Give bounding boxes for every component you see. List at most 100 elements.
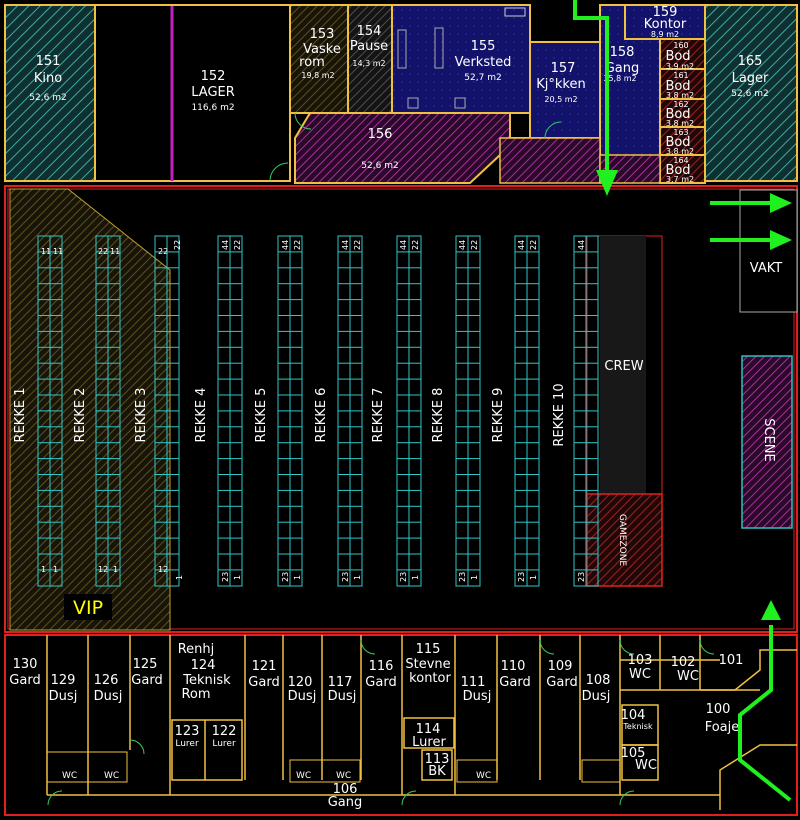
room-163-area-text: 3,8 m2 <box>666 147 694 156</box>
room-162-number: 162 <box>673 100 688 109</box>
room-154-number: 154 <box>357 24 382 39</box>
seat-num-top: 44 <box>399 240 408 250</box>
row-label-7: REKKE 7 <box>371 388 386 443</box>
room-103-name: WC <box>629 667 651 682</box>
room-153-name2: rom <box>299 55 325 70</box>
seat-num-bottom: 1 <box>53 565 58 574</box>
row-label-2: REKKE 2 <box>73 388 88 443</box>
room-125-name: Gard <box>131 673 162 688</box>
room-160-number: 160 <box>673 41 688 50</box>
room-165-number: 165 <box>738 54 763 69</box>
room-111-name: Dusj <box>463 689 492 704</box>
room-158-area-text: 35,8 m2 <box>603 74 636 83</box>
scene-area <box>741 355 793 529</box>
seat-num-bottom: 1 <box>411 575 420 580</box>
room-158-name: Gang <box>605 61 640 76</box>
room-130-number: 130 <box>13 657 38 672</box>
seat-num-top: 44 <box>577 240 586 250</box>
scene-label: SCENE <box>761 418 776 461</box>
room-156-number: 156 <box>368 127 393 142</box>
seat-num-top: 44 <box>221 240 230 250</box>
seat-num-bottom: 23 <box>281 572 290 582</box>
room-152-number: 152 <box>201 69 226 84</box>
room-164-area-text: 3,7 m2 <box>666 175 694 184</box>
room-124-name: Teknisk <box>182 673 231 688</box>
exit-arrow-up-head <box>761 600 781 620</box>
seat-num-bottom: 1 <box>113 565 118 574</box>
crew-label: CREW <box>604 359 643 374</box>
seat-num-bottom: 23 <box>341 572 350 582</box>
room-115-name: Stevne <box>405 657 450 672</box>
room-151-number: 151 <box>36 54 61 69</box>
room-116-number: 116 <box>369 659 394 674</box>
seat-num-top: 22 <box>470 240 479 250</box>
room-117-name: Dusj <box>328 689 357 704</box>
seat-num-top: 11 <box>110 247 120 256</box>
seat-num-bottom: 23 <box>221 572 230 582</box>
seat-num-top: 22 <box>353 240 362 250</box>
vip-label-bg <box>64 594 112 620</box>
room-156-area <box>294 112 531 184</box>
room-159-area <box>624 4 706 40</box>
room-157-area-text: 20,5 m2 <box>544 95 577 104</box>
room-113-number: 113 <box>425 752 450 767</box>
room-130-name: Gard <box>9 673 40 688</box>
row-label-10: REKKE 10 <box>552 383 567 446</box>
room-129-number: 129 <box>51 673 76 688</box>
room-155-number: 155 <box>471 39 496 54</box>
exit-arrows <box>573 0 792 802</box>
room-157-name: Kj°kken <box>536 77 585 92</box>
room-161-area-text: 3,8 m2 <box>666 91 694 100</box>
exit-arrow-right-head <box>770 193 792 213</box>
room-153-name: Vaske <box>303 42 341 57</box>
seat-num-top: 22 <box>293 240 302 250</box>
seat-num-bottom: 1 <box>353 575 362 580</box>
room-129-name: Dusj <box>49 689 78 704</box>
seat-num-bottom: 1 <box>175 575 184 580</box>
room-106-number: 106 <box>333 782 358 797</box>
main-hall <box>4 185 798 633</box>
room-102-number: 102 <box>671 655 696 670</box>
room-109-number: 109 <box>548 659 573 674</box>
room-110-number: 110 <box>501 659 526 674</box>
room-103-number: 103 <box>628 653 653 668</box>
room-116-name: Gard <box>365 675 396 690</box>
room-165-area-text: 52,6 m2 <box>731 89 768 99</box>
room-104-number: 104 <box>621 708 646 723</box>
room-114-name: Lurer <box>412 735 446 750</box>
seat-num-top: 22 <box>529 240 538 250</box>
room-151-name: Kino <box>34 71 62 86</box>
seat-num-top: 44 <box>458 240 467 250</box>
room-126-number: 126 <box>94 673 119 688</box>
room-163-name: Bod <box>665 135 690 150</box>
seat-num-bottom: 1 <box>529 575 538 580</box>
room-160-name: Bod <box>665 49 690 64</box>
seat-num-bottom: 23 <box>517 572 526 582</box>
seat-num-top: 11 <box>53 247 63 256</box>
room-111-number: 111 <box>461 675 486 690</box>
seat-num-top: 44 <box>517 240 526 250</box>
room-161-name: Bod <box>665 79 690 94</box>
wc-label: WC <box>62 771 77 781</box>
room-114-number: 114 <box>416 722 441 737</box>
row-label-8: REKKE 8 <box>431 388 446 443</box>
wc-label: WC <box>296 771 311 781</box>
row-label-1: REKKE 1 <box>13 388 28 443</box>
room-106-name: Gang <box>328 795 363 810</box>
exit-arrow-right-head <box>770 230 792 250</box>
room-159-area-text: 8,9 m2 <box>651 30 679 39</box>
row-label-3: REKKE 3 <box>134 388 149 443</box>
room-152-area-text: 116,6 m2 <box>191 103 234 113</box>
room-124-name2: Rom <box>181 687 210 702</box>
room-113-name: BK <box>428 764 446 779</box>
seat-num-top: 44 <box>281 240 290 250</box>
room-162-name: Bod <box>665 107 690 122</box>
seat-rows <box>37 235 599 587</box>
seat-num-top: 22 <box>173 240 182 250</box>
wc-label: WC <box>476 771 491 781</box>
seat-num-bottom: 1 <box>41 565 46 574</box>
vip-label: VIP <box>73 597 103 619</box>
room-117-number: 117 <box>328 675 353 690</box>
seat-num-top: 44 <box>341 240 350 250</box>
row-label-9: REKKE 9 <box>491 388 506 443</box>
